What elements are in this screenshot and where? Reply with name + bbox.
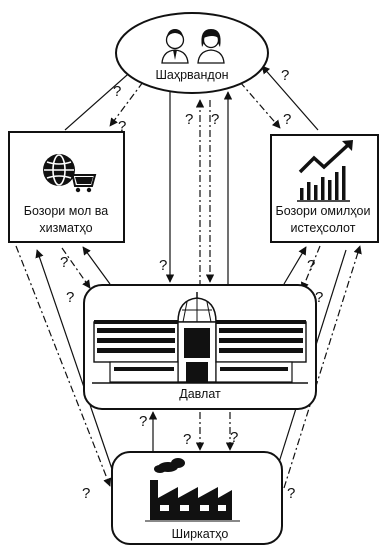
node-state: Давлат xyxy=(83,284,317,410)
flow-arrow xyxy=(283,246,307,285)
firms-label: Ширкатҳо xyxy=(172,527,229,541)
flow-arrow xyxy=(82,246,111,285)
flow-arrows xyxy=(15,65,362,489)
globe-cart-icon xyxy=(43,154,97,193)
flow-marker: ? xyxy=(159,257,167,274)
flow-marker: ? xyxy=(118,118,126,135)
goods-market-label-line2: хизматҳо xyxy=(39,221,92,235)
goods-market-label-line1: Бозори мол ва xyxy=(24,204,109,218)
flow-arrow xyxy=(35,249,114,473)
node-goods-market: Бозори мол ва хизматҳо xyxy=(8,131,125,243)
flow-arrow xyxy=(261,65,319,131)
flow-arrow xyxy=(15,245,112,487)
flow-marker: ? xyxy=(230,429,238,446)
flow-marker: ? xyxy=(113,83,121,100)
flow-marker: ? xyxy=(185,111,193,128)
flow-marker: ? xyxy=(82,485,90,502)
people-icon xyxy=(161,29,225,64)
factory-icon xyxy=(145,458,240,522)
citizens-label: Шаҳрвандон xyxy=(155,68,228,82)
flow-arrow xyxy=(283,245,362,489)
flow-marker: ? xyxy=(287,485,295,502)
flow-arrow xyxy=(61,247,91,289)
state-label: Давлат xyxy=(179,387,221,401)
flow-marker: ? xyxy=(307,257,315,274)
growth-chart-icon xyxy=(297,140,353,202)
flow-marker: ? xyxy=(281,67,289,84)
flow-arrow xyxy=(109,81,144,127)
flow-arrow xyxy=(239,81,281,129)
factors-market-label-line1: Бозори омилҳои xyxy=(276,204,371,218)
flow-marker: ? xyxy=(139,413,147,430)
node-firms: Ширкатҳо xyxy=(111,451,283,545)
flow-arrow xyxy=(64,67,136,131)
node-factors-market: Бозори омилҳои истеҳсолот xyxy=(270,134,379,243)
flow-marker: ? xyxy=(211,111,219,128)
flow-marker: ? xyxy=(183,431,191,448)
flow-marker: ? xyxy=(60,254,68,271)
node-citizens: Шаҳрвандон xyxy=(115,12,269,94)
flow-marker: ? xyxy=(315,289,323,306)
flow-marker: ? xyxy=(283,111,291,128)
government-building-icon xyxy=(92,292,308,384)
flow-marker: ? xyxy=(66,289,74,306)
flow-markers: ? ? ? ? ? ? ? ? ? ? ? ? ? ? ? ? xyxy=(60,67,323,502)
factors-market-label-line2: истеҳсолот xyxy=(291,221,356,235)
